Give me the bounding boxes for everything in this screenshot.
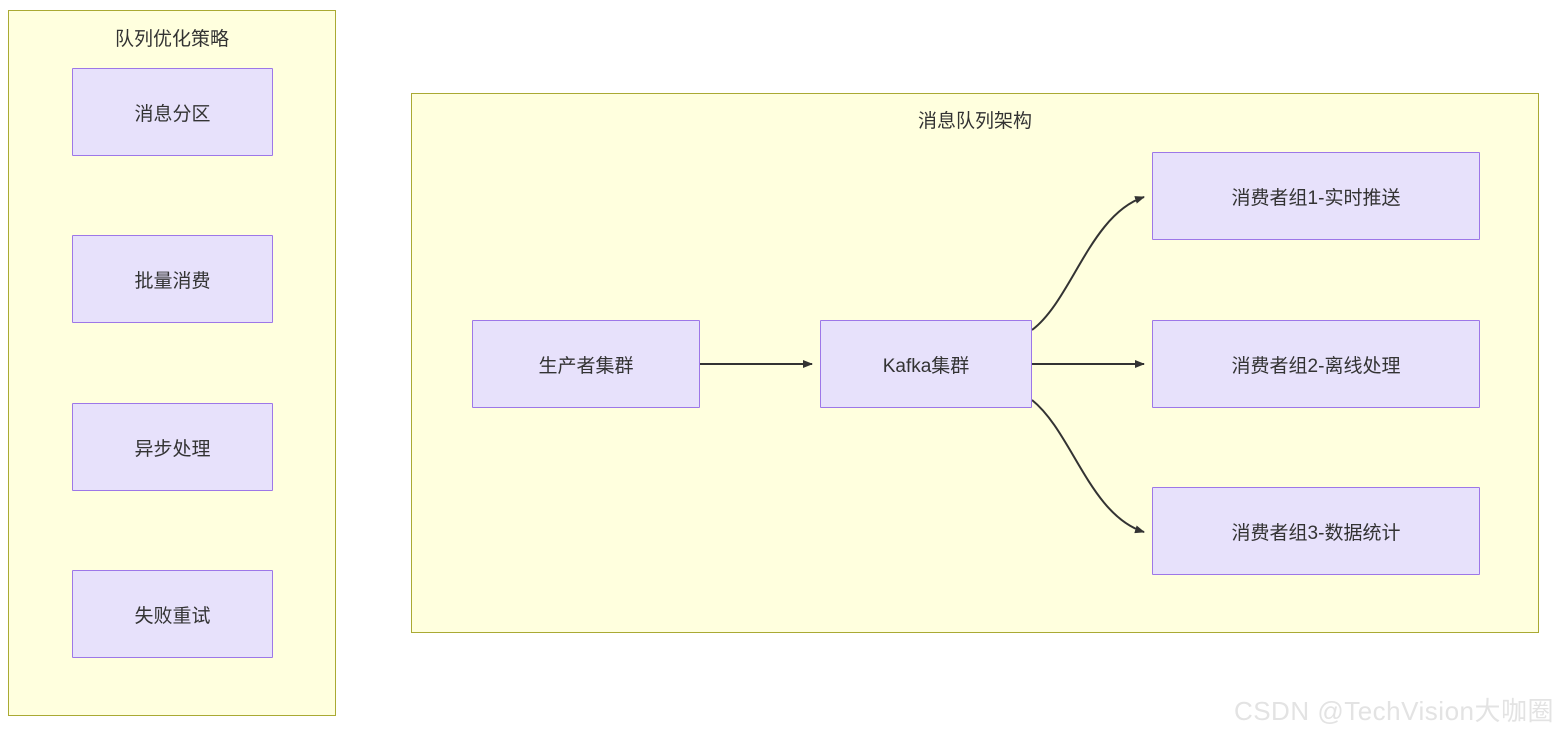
node-consumer-group-1[interactable]: 消费者组1-实时推送 — [1152, 152, 1480, 240]
node-producer-cluster[interactable]: 生产者集群 — [472, 320, 700, 408]
node-batch-consume[interactable]: 批量消费 — [72, 235, 273, 323]
node-kafka-cluster[interactable]: Kafka集群 — [820, 320, 1032, 408]
watermark-text: CSDN @TechVision大咖圈 — [1233, 696, 1554, 726]
node-failure-retry[interactable]: 失败重试 — [72, 570, 273, 658]
strategy-cluster-title: 队列优化策略 — [114, 29, 229, 50]
node-async-processing[interactable]: 异步处理 — [72, 403, 273, 491]
architecture-cluster-title: 消息队列架构 — [917, 111, 1032, 132]
node-consumer-group-3[interactable]: 消费者组3-数据统计 — [1152, 487, 1480, 575]
node-consumer-group-2[interactable]: 消费者组2-离线处理 — [1152, 320, 1480, 408]
node-message-partition[interactable]: 消息分区 — [72, 68, 273, 156]
